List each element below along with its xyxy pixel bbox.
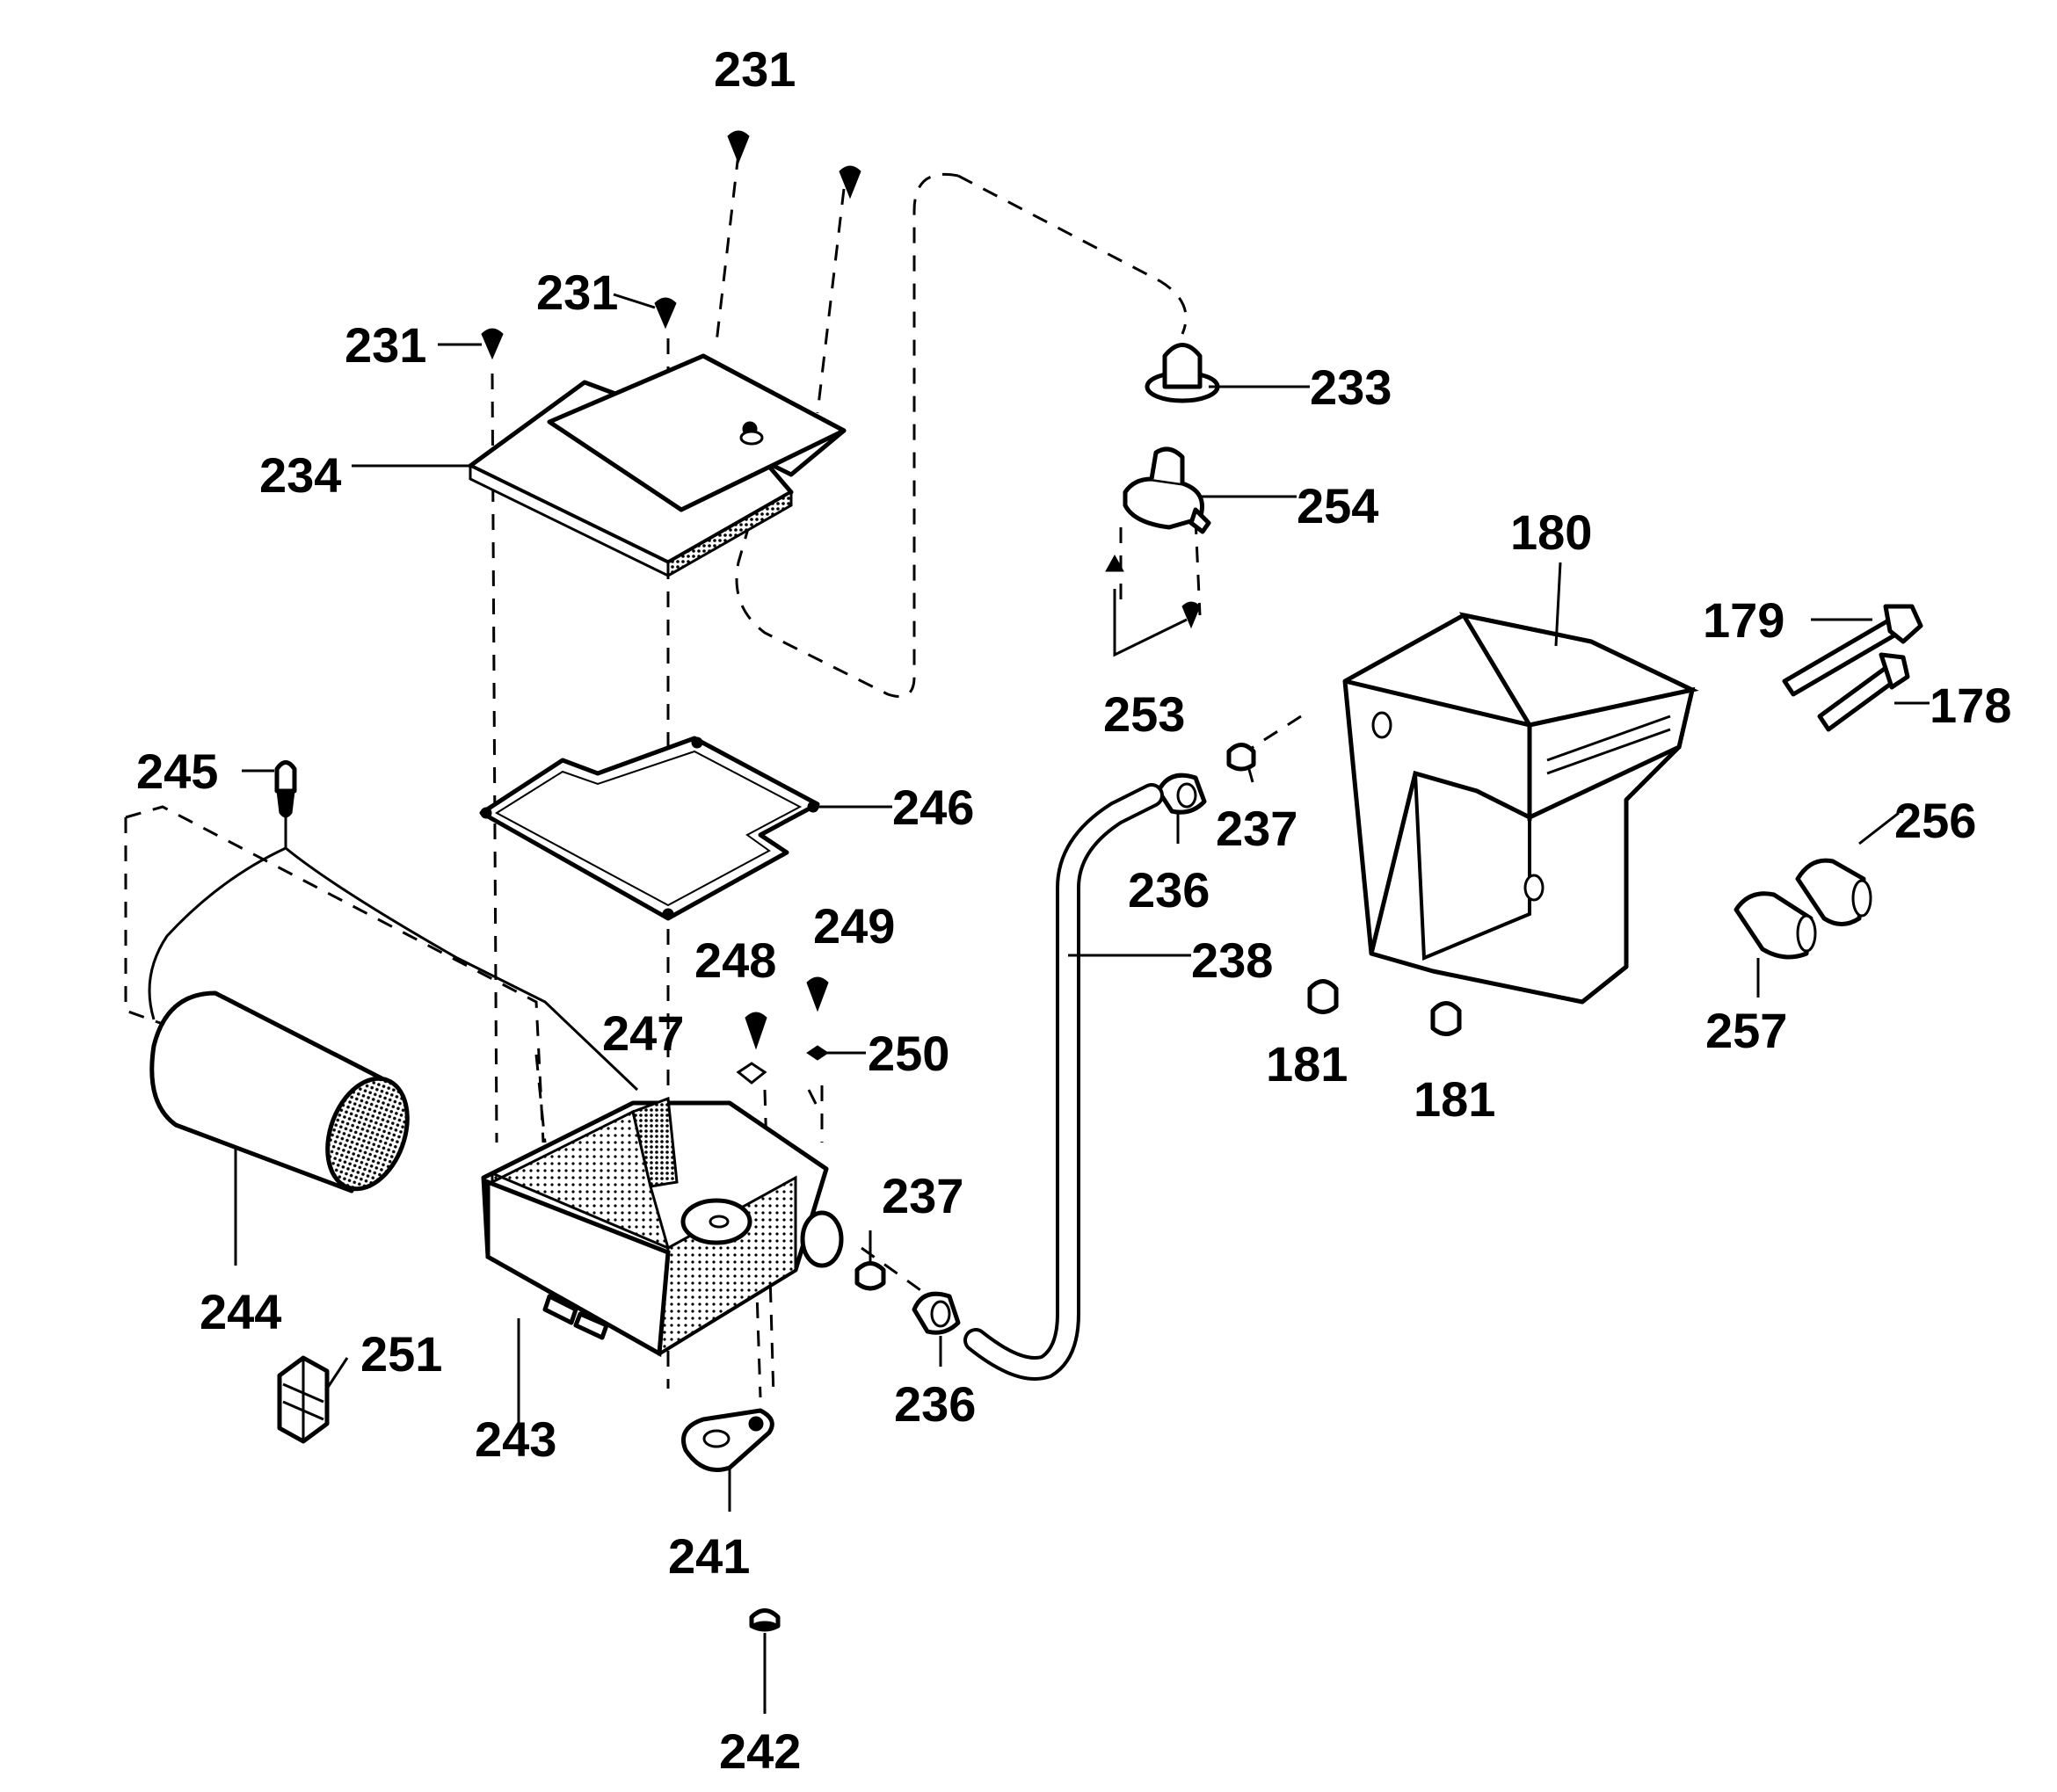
label-241: 241	[668, 1528, 750, 1584]
label-244: 244	[200, 1284, 281, 1339]
stud-248	[745, 1012, 767, 1050]
leader-253	[1113, 589, 1188, 657]
label-257: 257	[1705, 1003, 1787, 1058]
label-249: 249	[813, 898, 895, 954]
screw-231-top	[727, 130, 750, 164]
label-231-top: 231	[714, 41, 796, 97]
stud-249	[806, 976, 829, 1012]
bracket-254	[1123, 446, 1211, 534]
strap-245-b	[285, 846, 639, 1092]
label-247: 247	[602, 1005, 684, 1061]
label-231-left: 231	[345, 317, 426, 373]
label-233: 233	[1310, 359, 1392, 415]
label-256: 256	[1894, 793, 1976, 848]
label-236-upper: 236	[1128, 862, 1210, 918]
strap-245-a	[148, 813, 287, 1020]
label-179: 179	[1703, 592, 1784, 648]
nut-237-lower	[854, 1261, 886, 1291]
housing-243	[481, 1096, 844, 1358]
screw-231-topright	[839, 165, 861, 200]
label-181-right: 181	[1414, 1071, 1495, 1127]
label-234: 234	[259, 447, 341, 503]
nut-181-left	[1307, 979, 1339, 1014]
screw-253	[1105, 554, 1201, 629]
hose-238	[963, 783, 1164, 1381]
shroud-180	[1342, 612, 1699, 1005]
label-254: 254	[1297, 478, 1378, 533]
bolt-179	[1782, 604, 1923, 697]
gasket-246	[479, 736, 820, 921]
label-245: 245	[136, 744, 218, 799]
label-246: 246	[892, 780, 974, 835]
label-248: 248	[694, 932, 776, 988]
screw-231-left	[481, 328, 504, 360]
plate-241	[681, 1408, 774, 1472]
label-231-mid: 231	[536, 265, 618, 320]
part-labels: 231 231 231 233 234 254 180 179 178 253 …	[136, 41, 2011, 1779]
label-253: 253	[1103, 686, 1185, 742]
label-237-lower: 237	[882, 1168, 963, 1223]
fitting-236-upper	[1156, 773, 1207, 815]
nut-250	[806, 1045, 829, 1061]
nut-242	[749, 1608, 781, 1632]
bolt-178	[1817, 652, 1910, 732]
washer-247	[736, 1062, 767, 1085]
label-181-left: 181	[1266, 1036, 1348, 1092]
nut-181-right	[1430, 1001, 1462, 1036]
nut-237-upper	[1226, 743, 1256, 772]
capacitor-244	[149, 990, 410, 1193]
knob-257	[1734, 891, 1817, 960]
cover-234	[468, 353, 847, 578]
label-250: 250	[868, 1026, 949, 1081]
label-242: 242	[719, 1723, 801, 1779]
label-180: 180	[1510, 504, 1592, 560]
label-243: 243	[475, 1411, 556, 1467]
screw-231-mid	[654, 297, 677, 330]
plug-233	[1145, 343, 1220, 403]
knob-256	[1795, 858, 1872, 926]
clip-245	[274, 760, 297, 818]
connector-251	[277, 1355, 330, 1444]
fitting-236-lower	[912, 1291, 961, 1335]
label-238: 238	[1191, 932, 1273, 988]
label-236-lower: 236	[894, 1376, 976, 1432]
label-178: 178	[1930, 678, 2011, 733]
label-237-upper: 237	[1216, 801, 1297, 856]
leader-lines	[234, 293, 1930, 1714]
label-251: 251	[360, 1326, 442, 1382]
